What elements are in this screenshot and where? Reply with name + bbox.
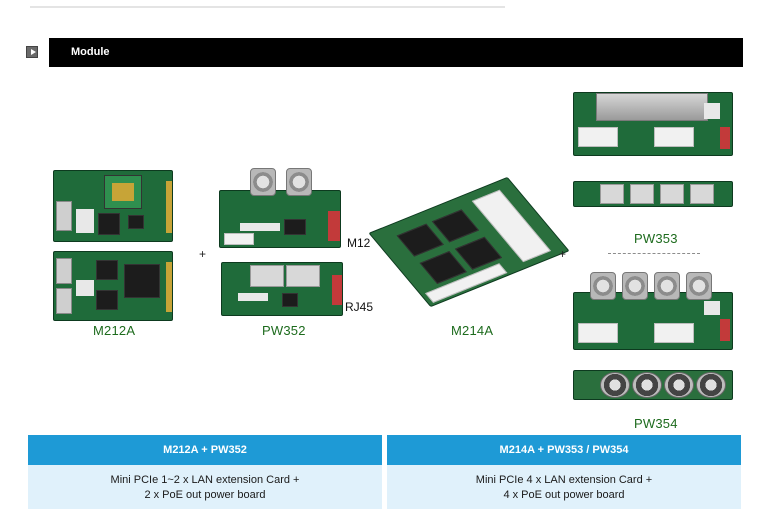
pw354-m12-connector-2 <box>622 272 648 300</box>
combo-description-left: Mini PCIe 1~2 x LAN extension Card + 2 x… <box>28 465 382 509</box>
pw353-divider <box>608 253 700 254</box>
plus-sign-left: + <box>199 247 207 261</box>
pw353-side-board-image <box>573 181 733 207</box>
combo-header-right: M214A + PW353 / PW354 <box>387 435 741 465</box>
combo-table: M212A + PW352 Mini PCIe 1~2 x LAN extens… <box>28 435 741 509</box>
pw354-label: PW354 <box>634 416 678 431</box>
plus-sign-right: + <box>559 247 567 261</box>
top-divider <box>30 6 505 8</box>
pw353-label: PW353 <box>634 231 678 246</box>
combo-description-right: Mini PCIe 4 x LAN extension Card + 4 x P… <box>387 465 741 509</box>
combo-header-left: M212A + PW352 <box>28 435 382 465</box>
pw354-top-board-image <box>573 292 733 350</box>
combo-column-right: M214A + PW353 / PW354 Mini PCIe 4 x LAN … <box>387 435 741 509</box>
m212a-label: M212A <box>93 323 136 338</box>
combo-column-left: M212A + PW352 Mini PCIe 1~2 x LAN extens… <box>28 435 382 509</box>
pw354-m12-connector-4 <box>686 272 712 300</box>
combo-description-right-line1: Mini PCIe 4 x LAN extension Card + <box>475 474 653 486</box>
module-title-bar: Module <box>49 38 743 67</box>
module-section-header: Module <box>24 38 743 67</box>
pw352-rj45-board-image <box>221 262 343 316</box>
pw352-m12-connector-right <box>286 168 312 196</box>
m212a-board-top-image <box>53 170 173 242</box>
combo-description-left-line2: 2 x PoE out power board <box>144 489 266 501</box>
module-title: Module <box>71 46 110 58</box>
combo-description-left-line1: Mini PCIe 1~2 x LAN extension Card + <box>110 474 300 486</box>
pw352-m12-board-image <box>219 190 341 248</box>
m12-connector-label: M12 <box>347 236 371 250</box>
pw353-top-board-image <box>573 92 733 156</box>
pw352-label: PW352 <box>262 323 306 338</box>
combo-description-right-line2: 4 x PoE out power board <box>503 489 625 501</box>
m214a-board-image <box>368 176 570 308</box>
rj45-connector-label: RJ45 <box>345 300 374 314</box>
m214a-label: M214A <box>451 323 494 338</box>
m212a-board-bottom-image <box>53 251 173 321</box>
pw352-m12-connector-left <box>250 168 276 196</box>
expand-arrow-icon[interactable] <box>26 46 38 58</box>
pw354-m12-connector-1 <box>590 272 616 300</box>
pw354-side-board-image <box>573 370 733 400</box>
pw354-m12-connector-3 <box>654 272 680 300</box>
